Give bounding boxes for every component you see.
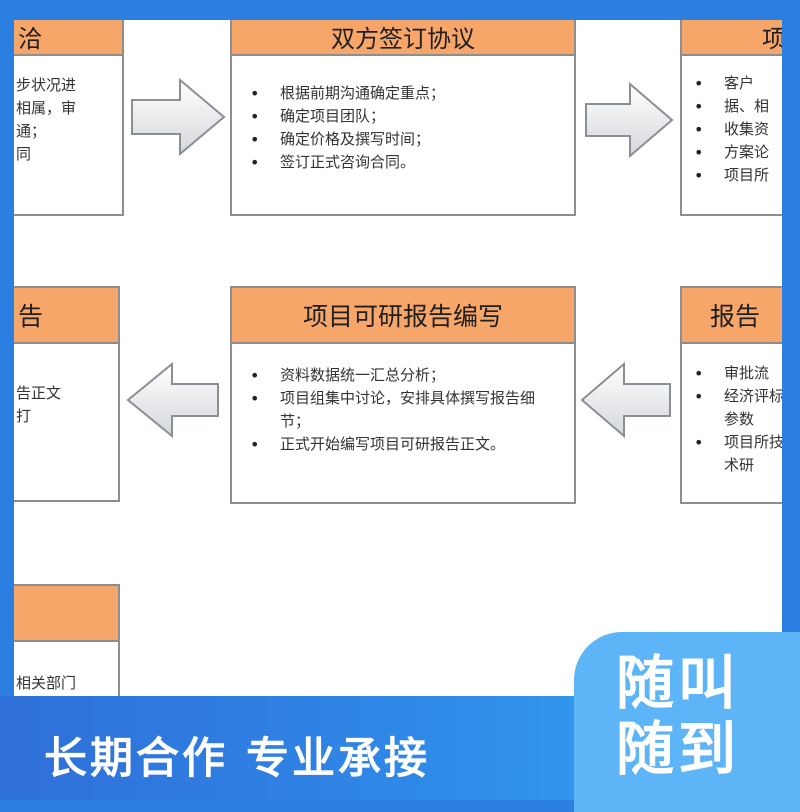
step-item: 项目所 [688, 164, 782, 187]
step-item-list: 告正文打 [16, 382, 108, 428]
step-item-list: 步状况进相属，审通； 同 [16, 74, 112, 166]
step-title: 双方签订协议 [232, 20, 574, 56]
step-item: 根据前期沟通确定重点； [244, 82, 564, 105]
step-title: 项目可研报告编写 [232, 288, 574, 344]
step-item-list: 根据前期沟通确定重点；确定项目团队；确定价格及撰写时间；签订正式咨询合同。 [244, 82, 564, 174]
arrow-left-icon [126, 362, 219, 438]
step-title [14, 586, 118, 642]
step-item: 签订正式咨询合同。 [244, 151, 564, 174]
step-item: 审批流 [688, 362, 782, 385]
arrow-left-icon [580, 362, 671, 438]
step-item: 据、相 [688, 95, 782, 118]
step-title: 报告 [682, 288, 782, 344]
badge-line-1: 随叫 [616, 649, 741, 717]
banner-slogan: 长期合作 专业承接 [44, 734, 430, 784]
step-item: 步状况进 [16, 76, 77, 94]
step-box-report-final: 告 告正文打 [14, 286, 120, 502]
step-item: 项目组集中讨论，安排具体撰写报告细节； [244, 387, 564, 433]
step-item: 相关部门 [16, 674, 77, 692]
step-item: 客户 [688, 72, 782, 95]
step-item: 告正文 [16, 384, 62, 402]
step-item: 收集资 [688, 118, 782, 141]
step-item: 经济评标参数 [688, 385, 782, 431]
step-item: 确定项目团队； [244, 105, 564, 128]
step-box-project-research: 项 客户据、相收集资方案论项目所 [680, 20, 782, 216]
step-item-list: 相关部门 [16, 672, 108, 695]
step-item: 通； [16, 122, 47, 140]
step-item-list: 资料数据统一汇总分析；项目组集中讨论，安排具体撰写报告细节；正式开始编写项目可研… [244, 364, 564, 456]
step-item: 打 [16, 407, 32, 425]
badge-text: 随叫 随到 [616, 650, 756, 782]
step-item-list: 审批流经济评标参数项目所技术研 [688, 362, 782, 477]
arrow-right-icon [585, 82, 674, 158]
step-item: 相属，审 [16, 99, 77, 117]
step-title: 项 [682, 20, 782, 56]
step-item: 同 [16, 145, 32, 163]
step-box-departments: 相关部门 [14, 584, 120, 700]
badge-line-2: 随到 [616, 715, 741, 783]
step-title: 告 [14, 288, 118, 344]
promo-badge [574, 632, 800, 812]
step-box-report-writing: 项目可研报告编写 资料数据统一汇总分析；项目组集中讨论，安排具体撰写报告细节；正… [230, 286, 576, 504]
step-box-consult: 洽 步状况进相属，审通； 同 [14, 20, 124, 216]
step-item: 资料数据统一汇总分析； [244, 364, 564, 387]
step-item: 方案论 [688, 141, 782, 164]
step-item: 正式开始编写项目可研报告正文。 [244, 433, 564, 456]
step-item-list: 客户据、相收集资方案论项目所 [688, 72, 782, 187]
step-item: 确定价格及撰写时间； [244, 128, 564, 151]
step-box-report-review: 报告 审批流经济评标参数项目所技术研 [680, 286, 782, 504]
step-title: 洽 [14, 20, 122, 56]
arrow-right-icon [131, 78, 226, 156]
step-box-sign-agreement: 双方签订协议 根据前期沟通确定重点；确定项目团队；确定价格及撰写时间；签订正式咨… [230, 20, 576, 216]
step-item: 项目所技术研 [688, 431, 782, 477]
